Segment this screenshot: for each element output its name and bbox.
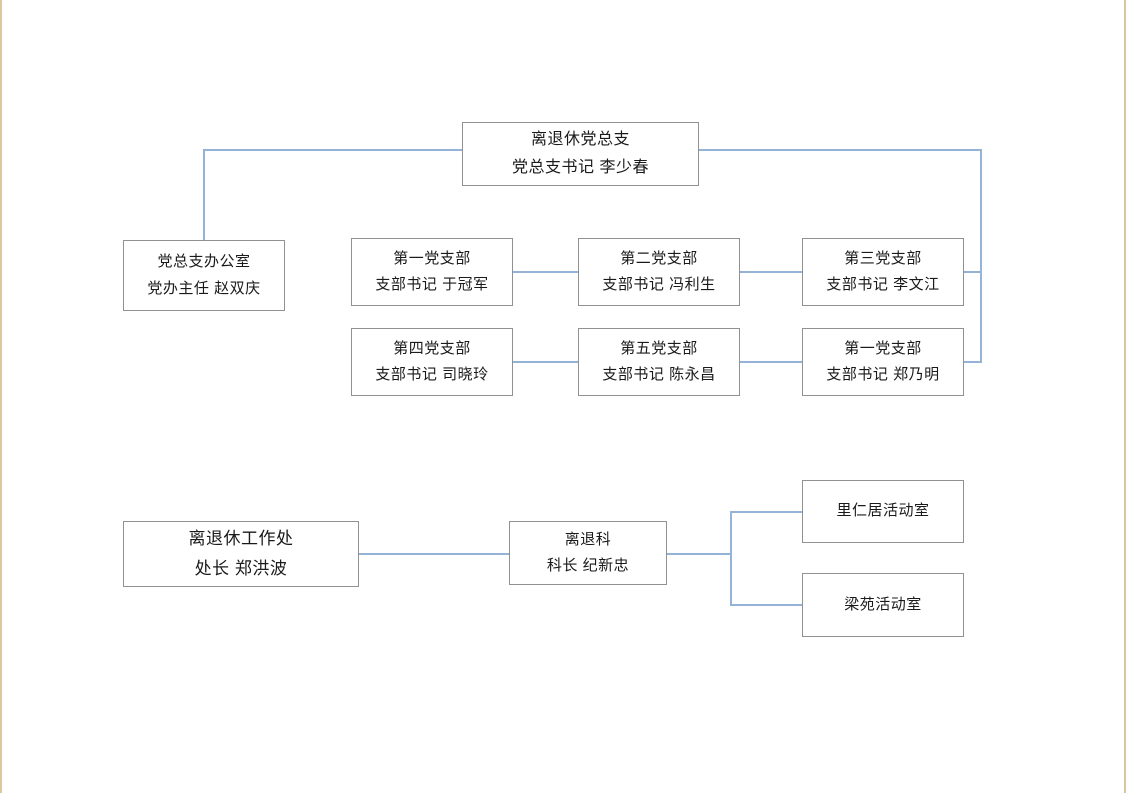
node-person: 支部书记 李文江	[826, 276, 940, 293]
connector-top-right-h	[699, 149, 982, 151]
org-node-branch-6: 第一党支部 支部书记 郑乃明	[802, 328, 964, 396]
org-node-branch-5: 第五党支部 支部书记 陈永昌	[578, 328, 740, 396]
node-person: 科长 纪新忠	[546, 557, 630, 574]
connector-branch1-branch2	[513, 271, 578, 273]
org-node-retiree-office: 离退休工作处 处长 郑洪波	[123, 521, 359, 587]
connector-top-to-office-v	[203, 149, 205, 240]
org-node-branch-2: 第二党支部 支部书记 冯利生	[578, 238, 740, 306]
node-person: 党办主任 赵双庆	[147, 279, 261, 297]
org-node-party-office: 党总支办公室 党办主任 赵双庆	[123, 240, 285, 311]
org-node-retiree-section: 离退科 科长 纪新忠	[509, 521, 667, 585]
connector-row2-right-stub	[964, 271, 980, 273]
node-person: 支部书记 冯利生	[602, 276, 716, 293]
connector-to-room2	[730, 604, 802, 606]
connector-section-right-stub	[667, 553, 731, 555]
node-person: 处长 郑洪波	[194, 559, 288, 578]
node-person: 支部书记 陈永昌	[602, 366, 716, 383]
node-title: 第一党支部	[844, 339, 922, 357]
node-title: 梁苑活动室	[844, 595, 922, 613]
connector-to-room1	[730, 511, 802, 513]
connector-rooms-trunk-v	[730, 511, 732, 606]
node-title: 离退科	[564, 530, 612, 548]
org-node-branch-4: 第四党支部 支部书记 司晓玲	[351, 328, 513, 396]
org-node-branch-3: 第三党支部 支部书记 李文江	[802, 238, 964, 306]
connector-branch2-branch3	[740, 271, 802, 273]
org-node-activity-room-1: 里仁居活动室	[802, 480, 964, 543]
org-node-party-committee: 离退休党总支 党总支书记 李少春	[462, 122, 699, 186]
node-title: 第一党支部	[393, 249, 471, 267]
connector-top-to-office-h	[203, 149, 462, 151]
node-title: 第三党支部	[844, 249, 922, 267]
node-title: 里仁居活动室	[836, 502, 930, 520]
node-title: 第二党支部	[620, 249, 698, 267]
org-node-activity-room-2: 梁苑活动室	[802, 573, 964, 637]
org-node-branch-1: 第一党支部 支部书记 于冠军	[351, 238, 513, 306]
node-person: 支部书记 于冠军	[375, 276, 489, 293]
node-person: 党总支书记 李少春	[512, 159, 649, 176]
node-title: 党总支办公室	[157, 253, 251, 271]
node-person: 支部书记 郑乃明	[826, 366, 940, 383]
connector-right-trunk-v	[980, 149, 982, 363]
node-person: 支部书记 司晓玲	[375, 366, 489, 383]
connector-branch4-branch5	[513, 361, 578, 363]
connector-office-to-section	[359, 553, 509, 555]
connector-branch5-branch6	[740, 361, 802, 363]
node-title: 第四党支部	[393, 339, 471, 357]
connector-row3-right-stub	[964, 361, 980, 363]
node-title: 第五党支部	[620, 339, 698, 357]
node-title: 离退休工作处	[188, 529, 294, 549]
node-title: 离退休党总支	[530, 131, 630, 148]
